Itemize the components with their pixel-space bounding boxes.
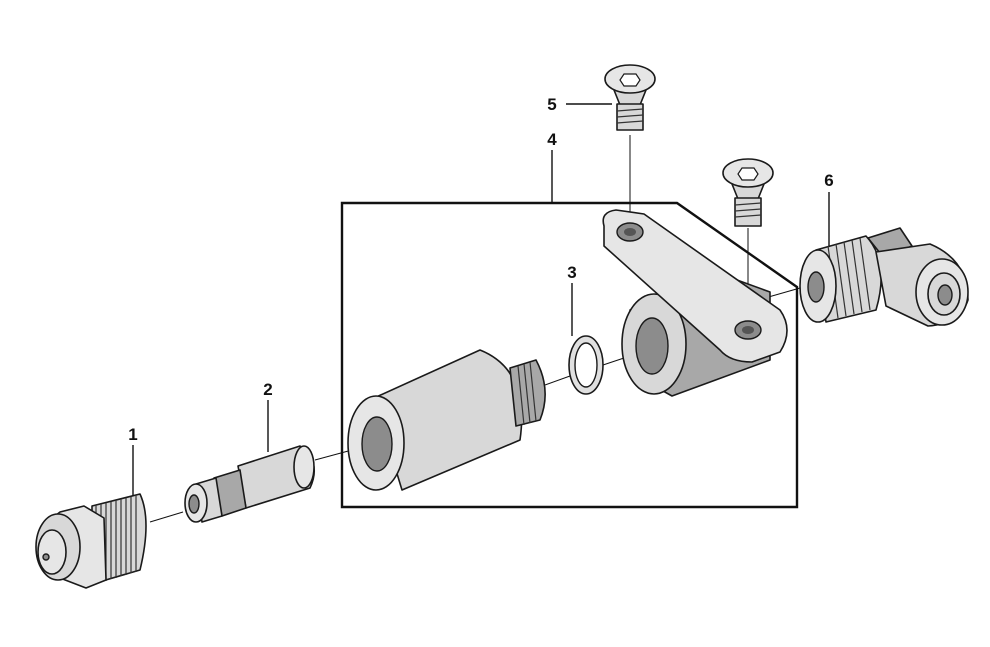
main-axis-line (149, 511, 184, 523)
part-2-plunger (184, 445, 316, 523)
callout-1: 1 (128, 425, 137, 444)
part-4-adapter-body (347, 349, 546, 491)
part-5-screw-second (722, 158, 774, 227)
hex-socket-icon (737, 167, 759, 181)
main-axis-line (764, 287, 801, 299)
assembly-group-outline (340, 201, 799, 509)
part-4-mounting-bracket (602, 209, 788, 397)
hex-socket-icon (619, 73, 641, 87)
callout-3: 3 (567, 263, 576, 282)
part-3-seal-ring (568, 335, 604, 395)
main-axis-line (544, 375, 571, 386)
callout-6: 6 (824, 171, 833, 190)
callout-2: 2 (263, 380, 272, 399)
part-6-elbow-fitting (799, 227, 969, 327)
part-1-relief-valve (35, 493, 147, 589)
callout-4: 4 (547, 130, 557, 149)
part-5-screw (604, 64, 656, 131)
main-axis-line (314, 449, 353, 461)
callout-5: 5 (547, 95, 556, 114)
